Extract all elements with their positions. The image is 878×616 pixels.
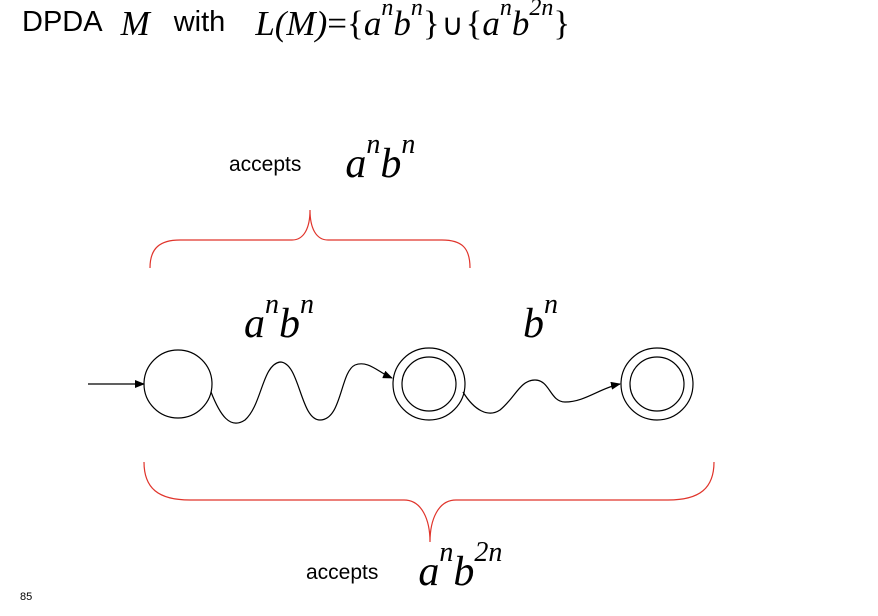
top-brace-expr-a-exp: n bbox=[366, 129, 381, 161]
edge-q0-q1-label: anbn bbox=[244, 289, 314, 348]
state-q1-outer bbox=[392, 347, 466, 421]
title-with: with bbox=[173, 6, 226, 38]
edge1-a: a bbox=[244, 301, 265, 347]
state-q2 bbox=[620, 347, 694, 421]
state-q1 bbox=[392, 347, 466, 421]
title-set2-b-exp: 2n bbox=[529, 0, 554, 21]
state-q2-inner bbox=[629, 356, 685, 412]
slide-number: 85 bbox=[20, 591, 33, 603]
title-eq: = bbox=[327, 4, 347, 43]
title-set2-a: a bbox=[482, 4, 500, 43]
edge1-b: b bbox=[279, 301, 300, 347]
title-set2-b: b bbox=[511, 4, 530, 43]
title-lhs: L(M) bbox=[255, 4, 328, 43]
edge1-b-exp: n bbox=[300, 289, 314, 321]
top-brace-label: accepts bbox=[229, 153, 302, 176]
top-brace-expr-a: a bbox=[345, 141, 367, 187]
title-set2-open: { bbox=[465, 4, 483, 43]
bottom-brace-expr-b: b bbox=[453, 549, 475, 595]
top-brace-expr-b-exp: n bbox=[401, 129, 416, 161]
edge2-b-exp: n bbox=[544, 289, 558, 321]
bottom-brace-label: accepts bbox=[306, 561, 379, 584]
top-brace-expr-b: b bbox=[380, 141, 402, 187]
title-set1-a-exp: n bbox=[381, 0, 394, 21]
title-union: ∪ bbox=[441, 9, 464, 42]
title-machine: M bbox=[120, 4, 150, 43]
title-set1-close: } bbox=[422, 4, 440, 43]
title-set2-a-exp: n bbox=[499, 0, 512, 21]
edge-q0-q1 bbox=[210, 361, 393, 424]
edge-q1-q2-label: bn bbox=[523, 289, 558, 348]
state-q1-inner bbox=[401, 356, 457, 412]
top-brace bbox=[149, 209, 471, 269]
bottom-brace-expr-a: a bbox=[418, 549, 440, 595]
edge2-b: b bbox=[523, 301, 544, 347]
title-prefix: DPDA bbox=[22, 6, 103, 38]
bottom-brace-expr-a-exp: n bbox=[439, 537, 454, 569]
bottom-brace bbox=[143, 461, 715, 543]
title-set1-b: b bbox=[393, 4, 411, 43]
state-q0 bbox=[143, 349, 213, 419]
bottom-brace-caption: accepts anb2n bbox=[306, 537, 502, 596]
title-set2-close: } bbox=[553, 4, 571, 43]
bottom-brace-expr-b-exp: 2n bbox=[474, 537, 503, 569]
edge1-a-exp: n bbox=[265, 289, 279, 321]
title-set1-b-exp: n bbox=[410, 0, 423, 21]
title-set1-a: a bbox=[363, 4, 382, 43]
edge-q1-q2 bbox=[462, 379, 621, 414]
state-q2-outer bbox=[620, 347, 694, 421]
title-set1-open: { bbox=[347, 4, 364, 43]
